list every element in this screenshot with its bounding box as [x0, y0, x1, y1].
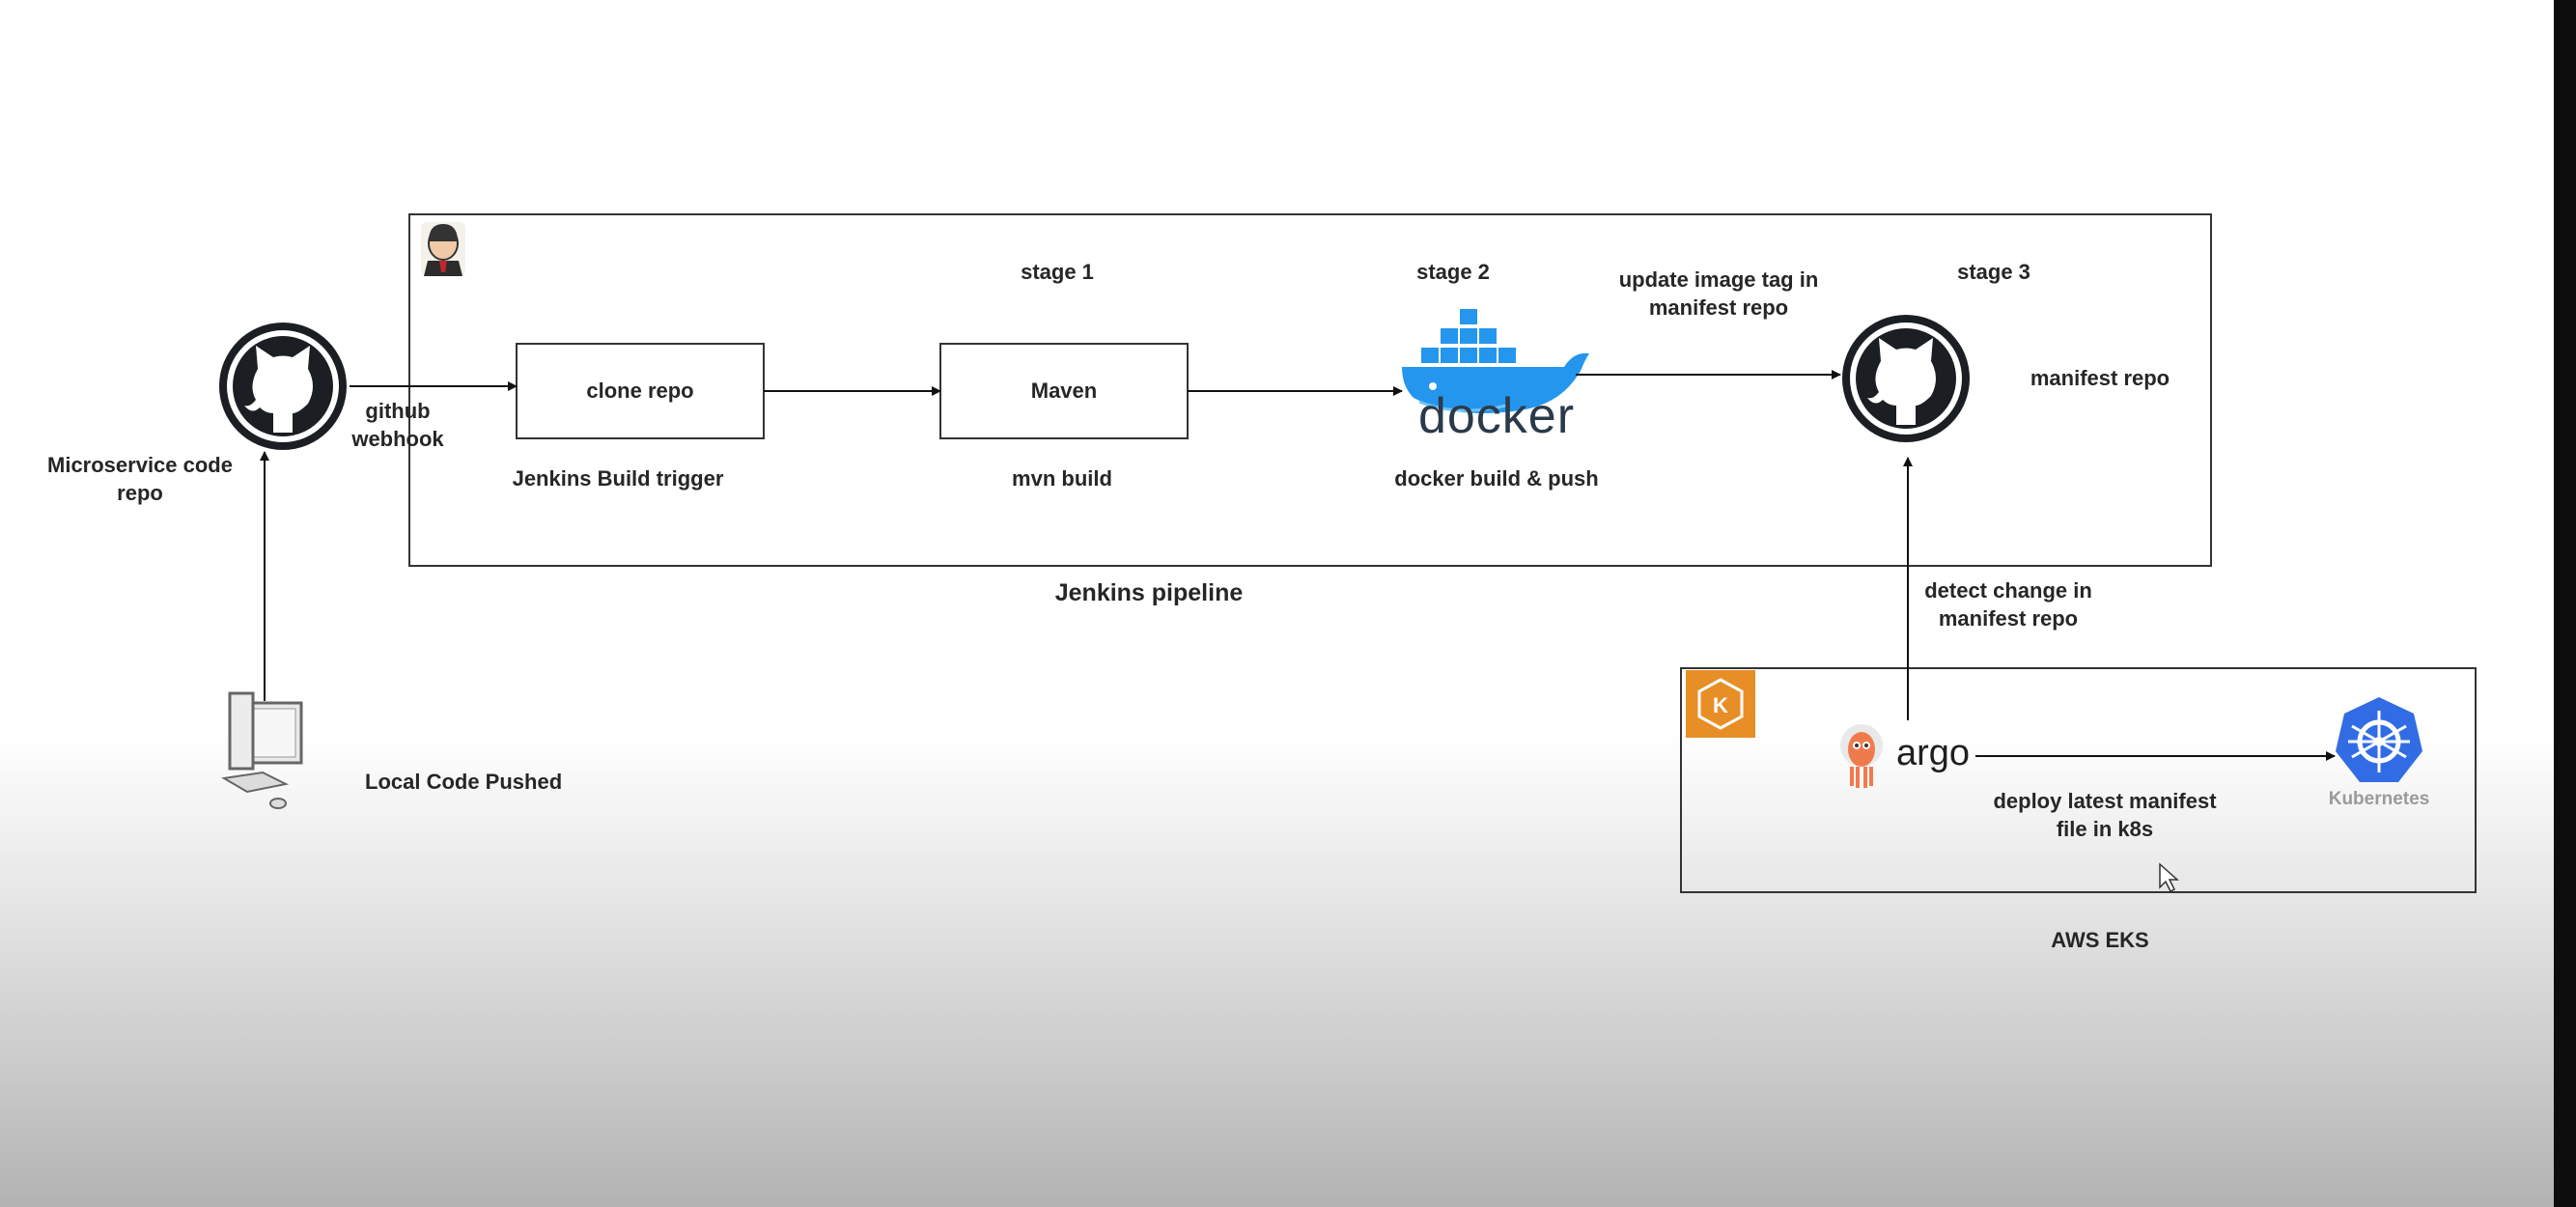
argo-logo-text: argo	[1896, 733, 1971, 773]
aws-eks-icon: K	[1686, 670, 1755, 738]
clone-repo-box	[516, 343, 765, 439]
jenkins-pipeline-title: Jenkins pipeline	[1054, 579, 1244, 606]
deploy-manifest-line2: file in k8s	[2056, 816, 2154, 841]
webhook-line2: webhook	[351, 426, 444, 451]
kubernetes-logo	[2336, 697, 2422, 782]
stage1-label: stage 1	[1021, 260, 1094, 284]
maven-caption: mvn build	[1012, 466, 1112, 491]
update-tag-line2: manifest repo	[1648, 295, 1789, 320]
argo-logo	[1840, 724, 1883, 788]
clone-repo-box-label: clone repo	[586, 379, 694, 403]
manifest-repo-label: manifest repo	[2030, 366, 2170, 390]
clone-caption: Jenkins Build trigger	[512, 466, 724, 491]
local-code-pushed-label: Local Code Pushed	[365, 770, 563, 794]
maven-box-label: Maven	[1030, 379, 1098, 403]
detect-change-line1: detect change in	[1924, 578, 2092, 603]
aws-eks-title: AWS EKS	[2051, 928, 2149, 952]
aws-eks-container	[1680, 667, 2477, 893]
webhook-line1: github	[365, 399, 431, 423]
desktop-computer-icon	[221, 691, 303, 809]
microservice-repo-line1: Microservice code	[47, 453, 233, 477]
jenkins-butler-icon	[421, 222, 465, 276]
window-edge-bar	[2554, 0, 2576, 1207]
github-octocat-icon	[219, 323, 347, 450]
maven-box	[939, 343, 1189, 439]
kubernetes-logo-text: Kubernetes	[2328, 789, 2430, 809]
docker-logo-text: docker	[1417, 388, 1576, 444]
detect-change-line2: manifest repo	[1938, 605, 2079, 631]
microservice-repo-line2: repo	[117, 480, 163, 505]
jenkins-pipeline-container	[408, 213, 2212, 567]
stage3-label: stage 3	[1957, 260, 2030, 284]
docker-logo	[1402, 309, 1589, 413]
deploy-manifest-line1: deploy latest manifest	[1993, 789, 2217, 813]
update-tag-line1: update image tag in	[1618, 267, 1819, 292]
mouse-cursor-icon	[2159, 862, 2179, 893]
manifest-repo-github-icon	[1842, 315, 1970, 442]
docker-caption: docker build & push	[1394, 466, 1599, 491]
svg-text:K: K	[1713, 693, 1728, 717]
stage2-label: stage 2	[1416, 260, 1490, 284]
